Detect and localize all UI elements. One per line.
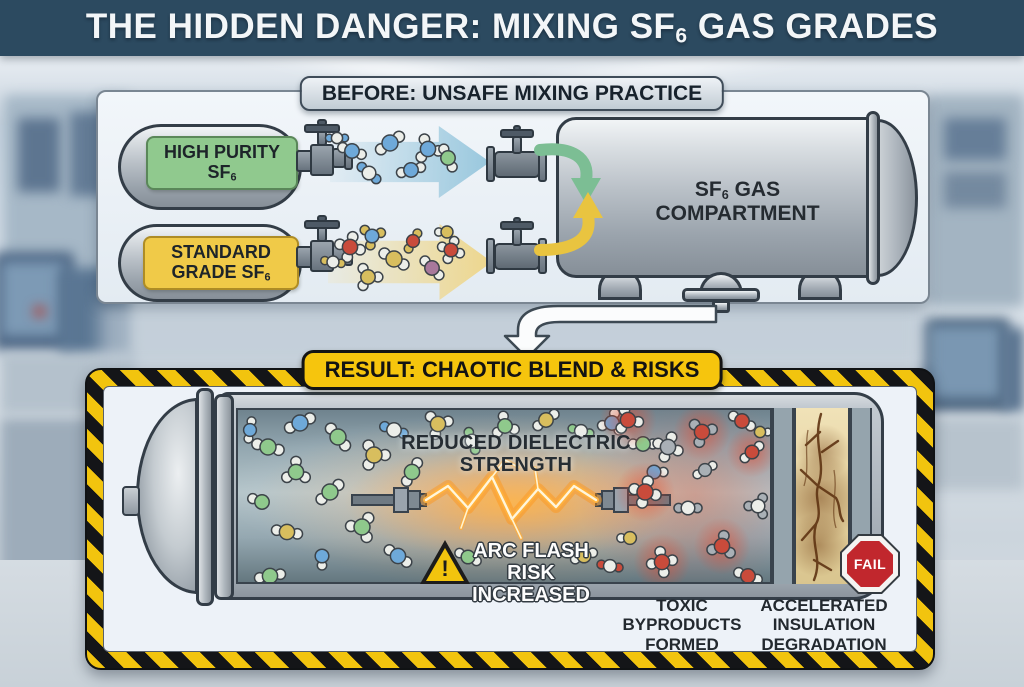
fail-stop-sign-icon: FAIL <box>840 534 900 594</box>
insulation-liner <box>772 408 794 584</box>
gas-compartment-tank <box>556 117 874 278</box>
tank-inlet-valve-icon <box>486 217 558 280</box>
standard-grade-label: STANDARD GRADE SF6 <box>143 236 299 290</box>
title-banner: THE HIDDEN DANGER: MIXING SF6 GAS GRADES <box>0 0 1024 56</box>
tank-flange-ring <box>214 394 234 600</box>
page-title: THE HIDDEN DANGER: MIXING SF6 GAS GRADES <box>85 7 939 48</box>
high-purity-label: HIGH PURITY SF6 <box>146 136 298 190</box>
tank-flange-ring <box>196 388 214 606</box>
tank-label: SF6 GAS COMPARTMENT <box>655 178 820 225</box>
result-section-header: RESULT: CHAOTIC BLEND & RISKS <box>301 350 723 390</box>
cylinder-valve-icon <box>296 119 356 182</box>
dome-nub <box>122 486 140 516</box>
tank-end-flange <box>866 111 880 285</box>
cylinder-valve-icon <box>296 215 356 278</box>
before-section-header: BEFORE: UNSAFE MIXING PRACTICE <box>299 76 725 111</box>
tank-drain-stem <box>712 300 730 313</box>
tank-inlet-valve-icon <box>486 125 558 188</box>
